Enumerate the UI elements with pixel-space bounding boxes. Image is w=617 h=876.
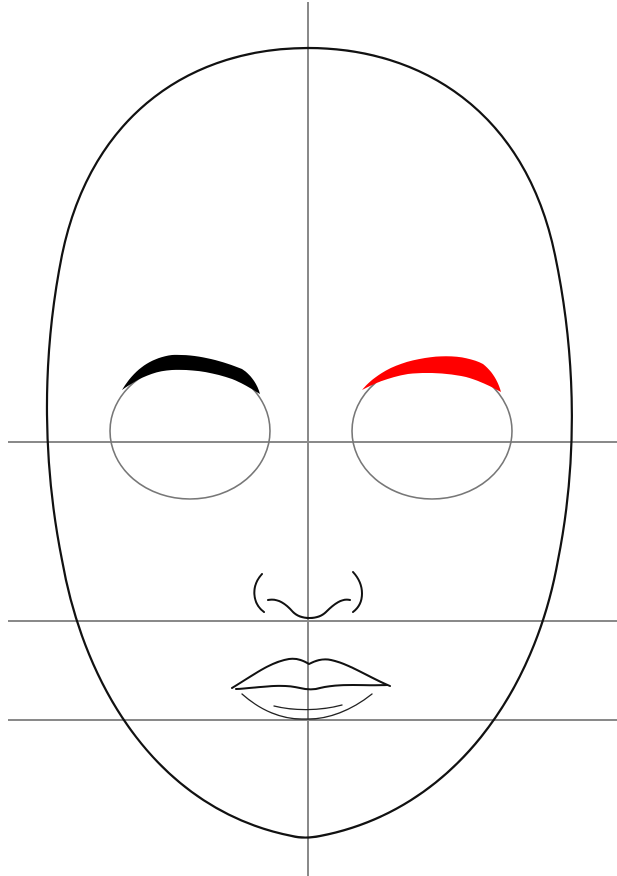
face-proportion-diagram: [0, 0, 617, 876]
